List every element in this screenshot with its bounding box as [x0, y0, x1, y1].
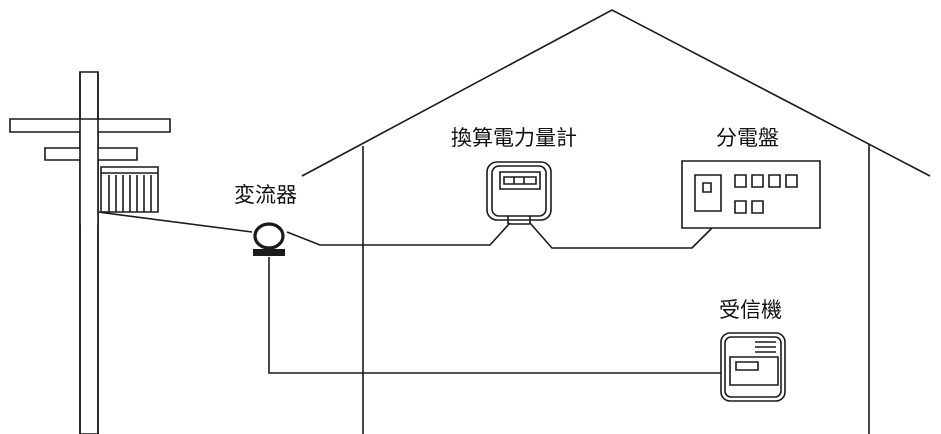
wire-meter-to-board [530, 223, 712, 248]
current-transformer-label: 変流器 [234, 183, 297, 207]
utility-pole [10, 72, 170, 434]
receiver-icon [721, 333, 785, 401]
current-transformer-icon [253, 224, 285, 256]
wire-ct-to-meter [287, 223, 510, 245]
wire-pole-to-ct [98, 212, 252, 232]
house-outline [302, 10, 930, 434]
wire-ct-to-receiver [269, 257, 722, 373]
distribution-board-label: 分電盤 [716, 126, 779, 150]
roof-line [302, 10, 930, 176]
wiring [98, 212, 722, 373]
converter-meter-icon [487, 162, 551, 224]
pole-transformer-icon [101, 167, 158, 212]
distribution-board-icon [682, 161, 820, 228]
receiver-label: 受信機 [719, 298, 782, 322]
converter-meter-label: 換算電力量計 [451, 126, 577, 150]
